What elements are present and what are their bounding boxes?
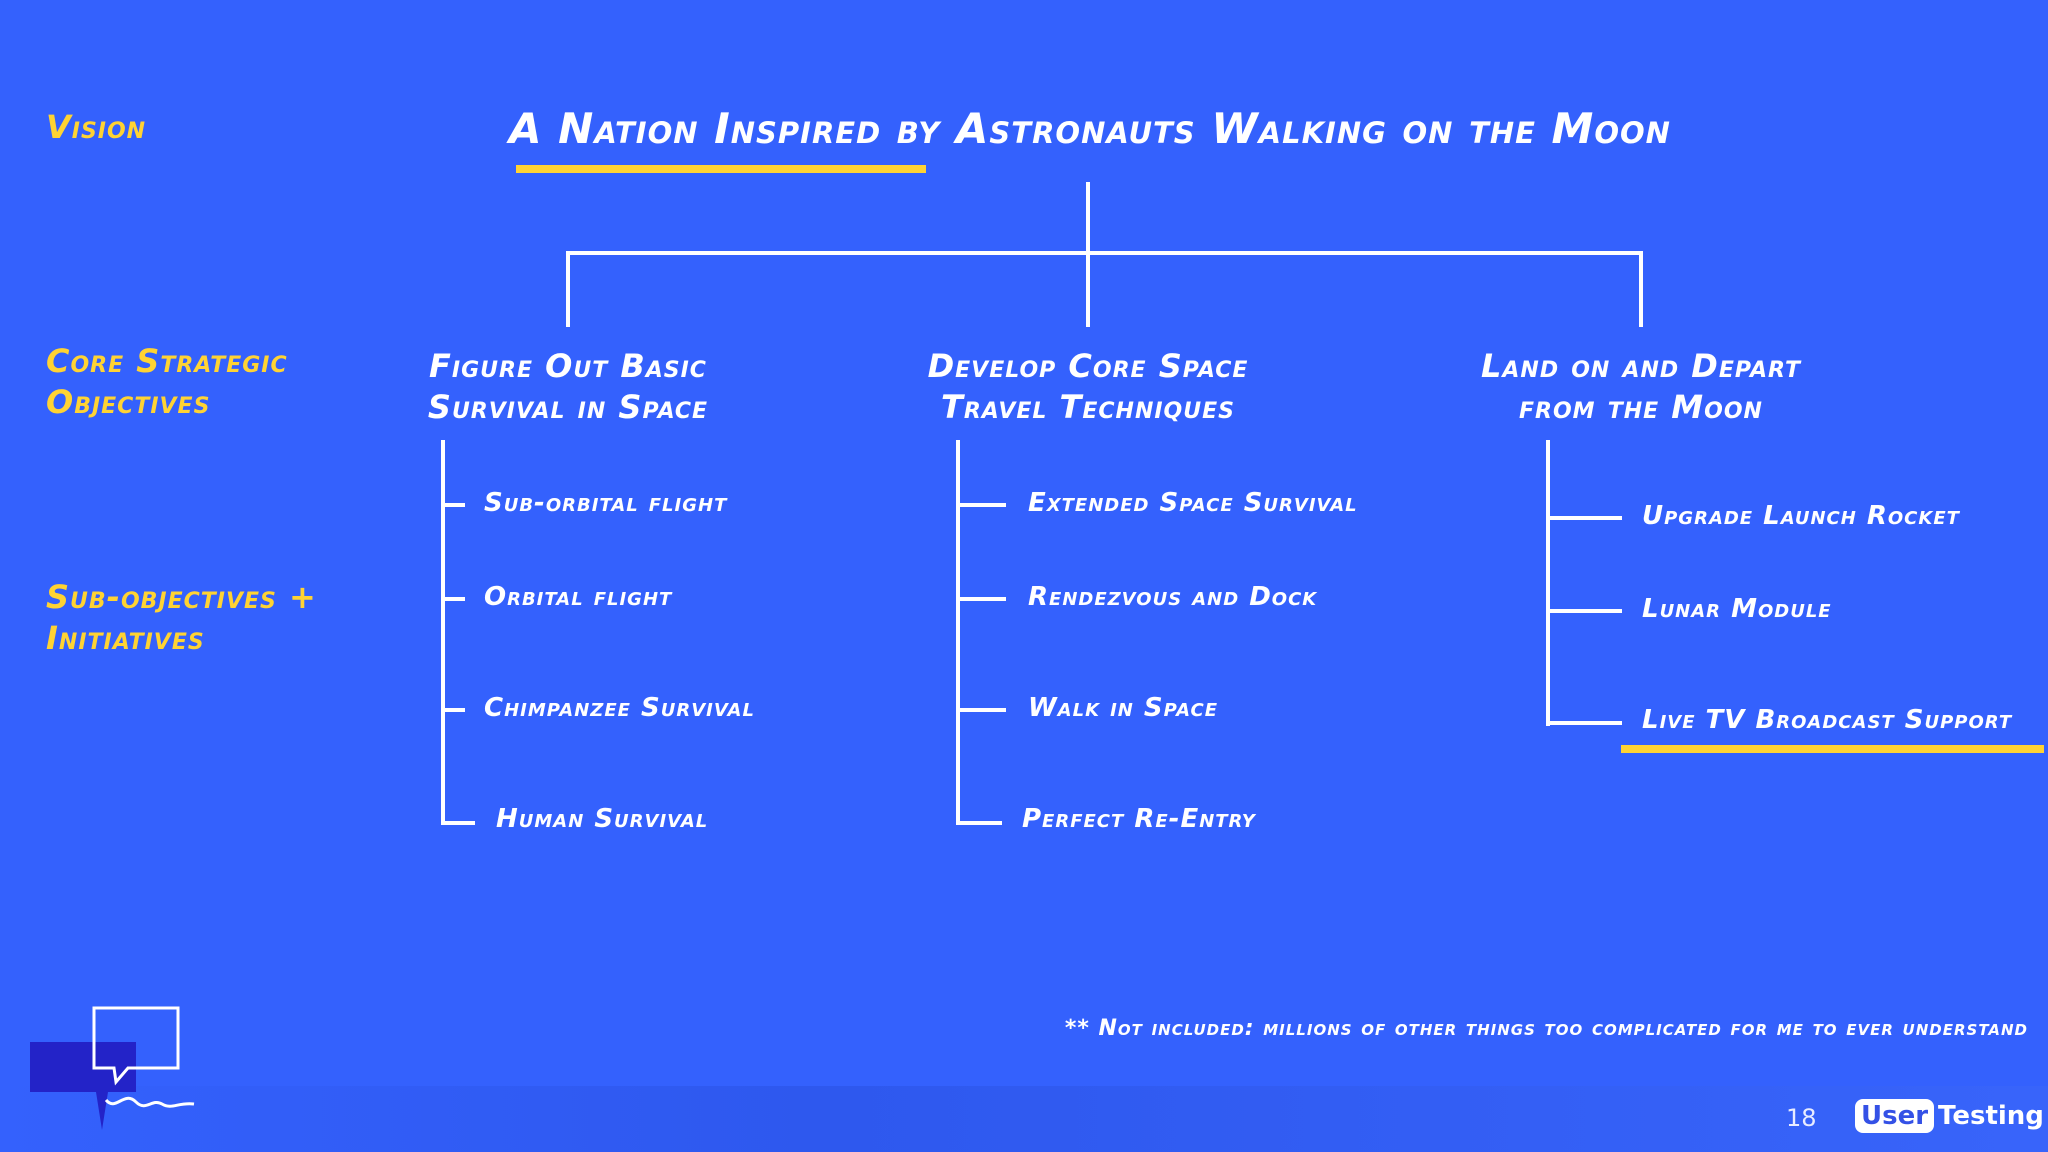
core-objectives-label: Core Strategic Objectives: [46, 341, 288, 423]
footer-bar: [0, 1086, 2048, 1152]
brand-logo: User Testing: [1855, 1099, 2044, 1133]
objective-2-line2: Travel Techniques: [941, 388, 1235, 426]
objective-3-heading: Land on and Depart from the Moon: [1441, 346, 1841, 428]
sub-item-1-4: Human Survival: [496, 804, 709, 834]
objective-2-line1: Develop Core Space: [927, 347, 1249, 385]
branch-line: [566, 251, 1643, 255]
col2-tick-3: [956, 708, 1006, 712]
col1-tick-2: [441, 597, 465, 601]
col1-spine: [441, 440, 445, 825]
objective-3-line2: from the Moon: [1519, 388, 1763, 426]
footnote: ** Not included: millions of other thing…: [1064, 1016, 2028, 1041]
title-underline: [516, 165, 926, 173]
vision-title: A Nation Inspired by Astronauts Walking …: [509, 104, 1671, 153]
objective-3-line1: Land on and Depart: [1480, 347, 1801, 385]
sub-item-2-4: Perfect Re-Entry: [1022, 804, 1256, 834]
col2-tick-1: [956, 503, 1006, 507]
branch-drop-right: [1639, 251, 1643, 327]
sub-item-2-3: Walk in Space: [1028, 693, 1219, 723]
col3-tick-1: [1546, 516, 1622, 520]
col2-spine: [956, 440, 960, 825]
sub-item-3-1: Upgrade Launch Rocket: [1642, 501, 1960, 531]
core-objectives-label-line2: Objectives: [46, 383, 211, 421]
objective-1-line1: Figure Out Basic: [429, 347, 707, 385]
sub-item-1-1: Sub-orbital flight: [484, 488, 728, 518]
branch-drop-left: [566, 251, 570, 327]
sub-objectives-label: Sub-objectives + Initiatives: [46, 577, 317, 659]
vision-label: Vision: [46, 108, 147, 146]
sub-item-3-2: Lunar Module: [1642, 594, 1832, 624]
col2-tick-4: [956, 821, 1002, 825]
chat-bubble-icon: [30, 1006, 195, 1130]
highlight-underline: [1621, 745, 2044, 753]
col1-tick-4: [441, 821, 475, 825]
sub-item-1-3: Chimpanzee Survival: [484, 693, 755, 723]
col1-tick-1: [441, 503, 465, 507]
objective-1-line2: Survival in Space: [427, 388, 709, 426]
sub-item-1-2: Orbital flight: [484, 582, 673, 612]
col3-tick-2: [1546, 609, 1622, 613]
core-objectives-label-line1: Core Strategic: [46, 342, 288, 380]
sub-objectives-label-line1: Sub-objectives +: [46, 578, 317, 616]
col2-tick-2: [956, 597, 1006, 601]
col1-tick-3: [441, 708, 465, 712]
sub-objectives-label-line2: Initiatives: [46, 619, 205, 657]
col3-spine: [1546, 440, 1550, 726]
sub-item-3-3: Live TV Broadcast Support: [1642, 705, 2013, 735]
sub-item-2-1: Extended Space Survival: [1028, 488, 1358, 518]
objective-2-heading: Develop Core Space Travel Techniques: [888, 346, 1288, 428]
objective-1-heading: Figure Out Basic Survival in Space: [368, 346, 768, 428]
brand-logo-testing: Testing: [1938, 1101, 2044, 1131]
sub-item-2-2: Rendezvous and Dock: [1028, 582, 1318, 612]
brand-logo-user: User: [1855, 1099, 1935, 1133]
col3-tick-3: [1546, 721, 1622, 725]
page-number: 18: [1786, 1104, 1817, 1132]
